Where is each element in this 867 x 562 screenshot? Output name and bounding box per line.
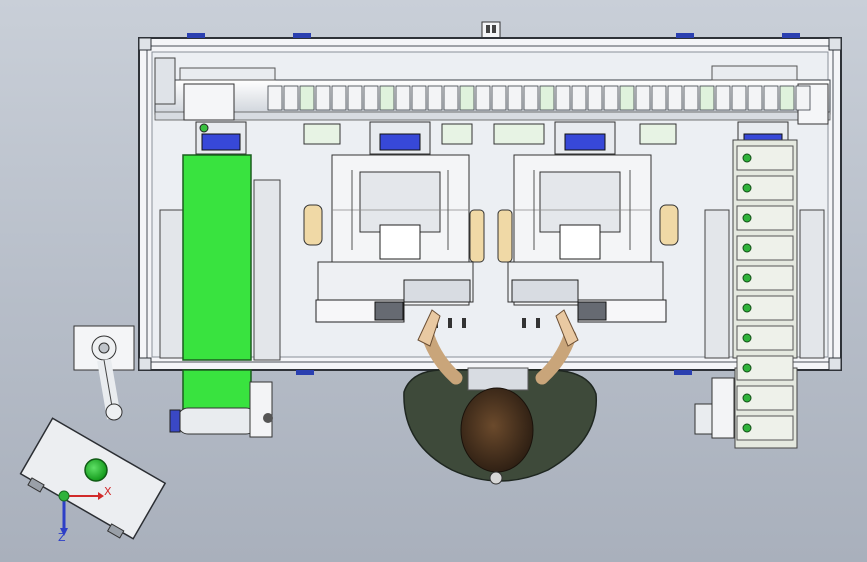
gantry-cable-chain [267,85,811,111]
top-connector [481,21,501,39]
coordinate-triad [58,490,104,536]
tray-sensor [742,213,752,223]
tray-sensor [742,393,752,403]
gantry-segment [587,85,603,111]
gantry-segment [347,85,363,111]
gantry-segment [331,85,347,111]
gantry-segment [395,85,411,111]
gantry-segment [475,85,491,111]
gantry-segment [315,85,331,111]
gantry-segment [603,85,619,111]
gantry-segment [299,85,315,111]
tray-sensor [742,183,752,193]
gantry-segment [459,85,475,111]
gripper-head-mid-1[interactable] [369,121,431,155]
gantry-segment [283,85,299,111]
axis-x-label: X [104,485,112,498]
tray-sensor [742,243,752,253]
gantry-segment [795,85,811,111]
test-fixture-right[interactable] [497,154,679,323]
control-box-icon[interactable] [18,325,167,544]
tray-sensor [742,333,752,343]
gantry-segment [619,85,635,111]
gantry-green-sensors [303,123,677,145]
gantry-segment [715,85,731,111]
gantry-segment [539,85,555,111]
start-button-icon[interactable] [84,458,108,482]
tray-sensor [742,423,752,433]
gantry-segment [571,85,587,111]
gantry-segment [267,85,283,111]
gantry-segment [699,85,715,111]
gantry-segment [507,85,523,111]
gantry-segment [683,85,699,111]
infeed-conveyor-left[interactable] [159,154,281,438]
gripper-head-left[interactable] [195,121,247,155]
gantry-segment [555,85,571,111]
gantry-segment [363,85,379,111]
gantry-segment [411,85,427,111]
tray-link [736,265,794,291]
tray-sensor [742,153,752,163]
gantry-segment [379,85,395,111]
tray-sensor [742,363,752,373]
operator-figure-icon [403,309,598,485]
gantry-segment [763,85,779,111]
gantry-segment [635,85,651,111]
gantry-segment [731,85,747,111]
gantry-segment [779,85,795,111]
top-gantry-rail[interactable] [154,57,831,125]
gantry-segment [491,85,507,111]
gantry-segment [747,85,763,111]
gantry-segment [427,85,443,111]
gantry-segment [443,85,459,111]
tray-chain [736,145,794,441]
gantry-segment [523,85,539,111]
axis-z-label: Z [58,531,66,544]
tray-sensor [742,273,752,283]
gantry-segment [667,85,683,111]
gantry-segment [651,85,667,111]
tray-sensor [742,303,752,313]
gripper-head-mid-2[interactable] [554,121,616,155]
test-fixture-left[interactable] [303,154,485,323]
outfeed-conveyor-right[interactable] [694,139,825,449]
